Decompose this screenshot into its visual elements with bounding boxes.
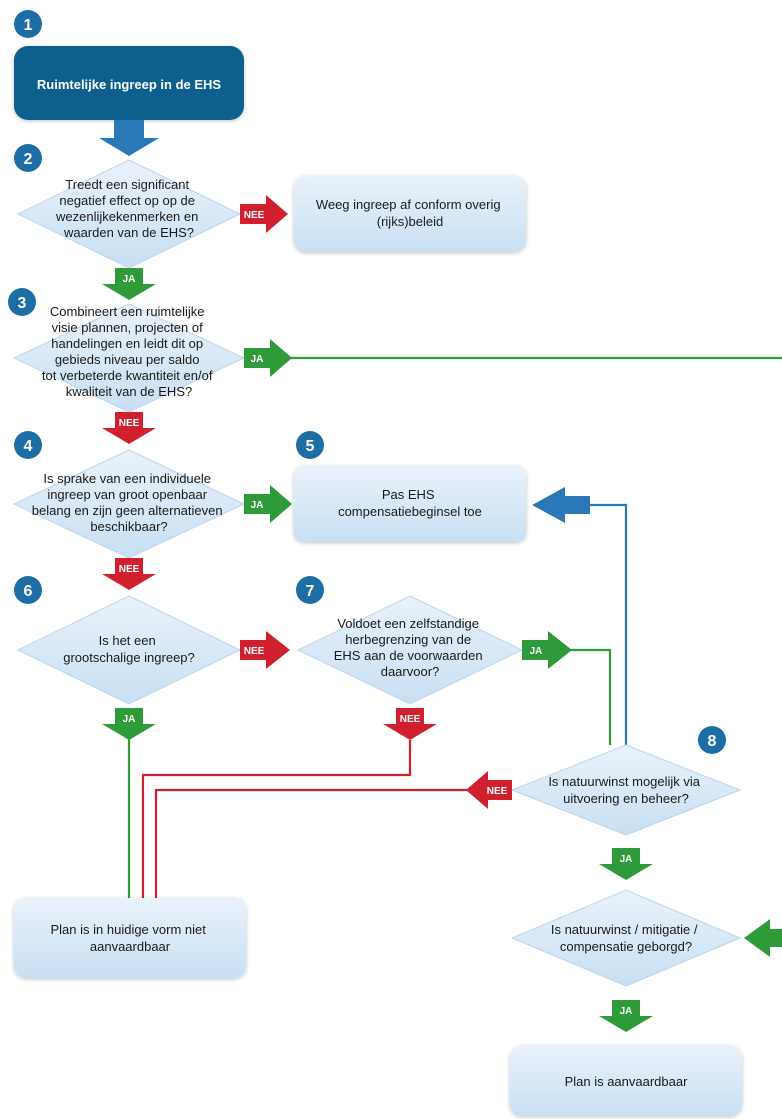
result-accept <box>510 1046 742 1116</box>
ja-arrow-q2 <box>102 268 156 300</box>
step-number-2-label: 2 <box>24 151 33 168</box>
nee-arrow-q6 <box>240 631 290 669</box>
start-label: Ruimtelijke ingreep in de EHS <box>37 77 222 92</box>
decision-q3-text: Combineert een ruimtelijke visie plannen… <box>42 304 216 399</box>
step-number-7 <box>296 576 324 604</box>
decision-q7 <box>296 595 524 705</box>
connector-q8-to-r5 <box>590 503 628 745</box>
arrow-start-down <box>99 120 159 156</box>
decision-q6-text: Is het een grootschalige ingreep? <box>63 633 195 665</box>
nee-label-q4: NEE <box>119 564 140 575</box>
arrow-into-r5 <box>532 487 590 523</box>
ja-label-q4: JA <box>251 500 264 511</box>
ja-label-q7: JA <box>530 646 543 657</box>
result-r5 <box>294 466 526 542</box>
decision-q8 <box>510 744 742 836</box>
decision-q8-text: Is natuurwinst mogelijk via uitvoering e… <box>548 774 703 806</box>
result-r2-text: Weeg ingreep af conform overig (rijks)be… <box>316 197 504 229</box>
nee-label-q8: NEE <box>487 786 508 797</box>
step-number-2 <box>14 144 42 172</box>
result-r2 <box>294 176 526 252</box>
step-number-7-label: 7 <box>306 583 315 600</box>
nee-arrow-q3 <box>102 412 156 444</box>
ja-arrow-q4 <box>244 485 292 523</box>
result-reject <box>14 898 246 978</box>
ja-label-q2: JA <box>123 274 136 285</box>
step-number-1-label: 1 <box>24 17 33 34</box>
decision-q9 <box>510 889 742 987</box>
connector-q8-nee <box>154 788 470 898</box>
result-accept-text: Plan is aanvaardbaar <box>565 1074 689 1089</box>
step-number-8-label: 8 <box>708 733 717 750</box>
result-reject-text: Plan is in huidige vorm niet aanvaardbaa… <box>51 922 210 954</box>
result-r5-text: Pas EHS compensatiebeginsel toe <box>338 487 482 519</box>
step-number-3-label: 3 <box>18 295 27 312</box>
decision-q2-text: Treedt een significant negatief effect o… <box>55 177 202 240</box>
nee-label-q6: NEE <box>244 646 265 657</box>
ja-label-q6: JA <box>123 714 136 725</box>
step-number-6 <box>14 576 42 604</box>
nee-arrow-q8 <box>466 771 512 809</box>
ja-label-q9: JA <box>620 1006 633 1017</box>
step-number-4 <box>14 431 42 459</box>
step-number-3 <box>8 288 36 316</box>
ja-arrow-into-q9 <box>744 919 782 957</box>
decision-q7-text: Voldoet een zelfstandige herbegrenzing v… <box>334 616 487 679</box>
step-number-5 <box>296 431 324 459</box>
start-box <box>14 46 244 120</box>
nee-label-q7: NEE <box>400 714 421 725</box>
decision-q6 <box>16 595 242 705</box>
connector-q7-ja <box>560 648 612 745</box>
step-number-6-label: 6 <box>24 583 33 600</box>
step-number-5-label: 5 <box>306 438 315 455</box>
decision-q9-text: Is natuurwinst / mitigatie / compensatie… <box>551 922 701 954</box>
ja-arrow-q3 <box>244 339 292 377</box>
nee-label-q3: NEE <box>119 418 140 429</box>
decision-q4-text: Is sprake van een individuele ingreep va… <box>32 471 226 534</box>
nee-arrow-q2 <box>240 195 288 233</box>
ja-arrow-q7 <box>522 631 572 669</box>
step-number-8 <box>698 726 726 754</box>
step-number-4-label: 4 <box>24 438 33 455</box>
nee-label-q2: NEE <box>244 210 265 221</box>
connector-q7-nee <box>141 740 412 898</box>
ja-arrow-q9 <box>599 1000 653 1032</box>
ja-label-q3: JA <box>251 354 264 365</box>
step-number-1 <box>14 10 42 38</box>
ja-label-q8: JA <box>620 854 633 865</box>
ja-arrow-q6 <box>102 708 156 740</box>
nee-arrow-q7 <box>383 708 437 740</box>
nee-arrow-q4 <box>102 558 156 590</box>
ja-arrow-q8 <box>599 848 653 880</box>
